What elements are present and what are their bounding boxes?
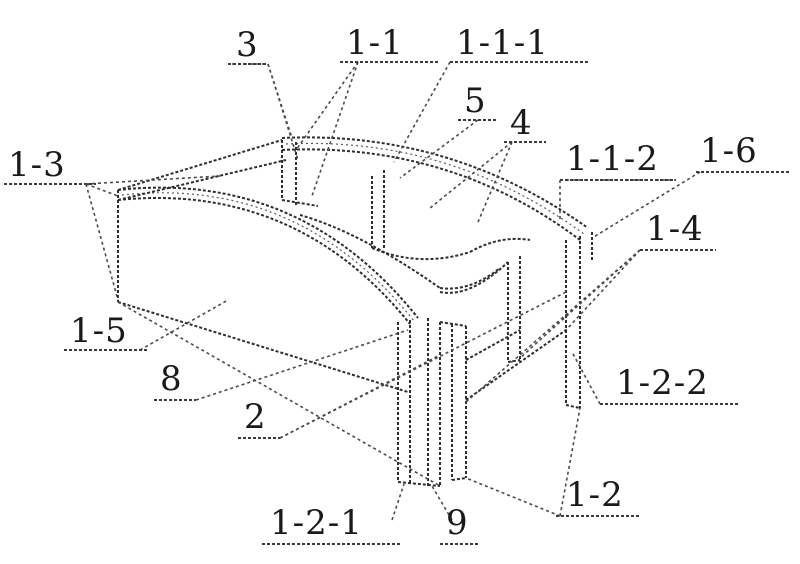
label-1-2-2: 1-2-2 xyxy=(616,363,709,403)
label-1-1-1: 1-1-1 xyxy=(456,23,549,63)
label-1-2-1: 1-2-1 xyxy=(270,503,363,543)
structure-drawing xyxy=(117,136,593,487)
label-5: 5 xyxy=(464,81,487,121)
label-1-1: 1-1 xyxy=(346,23,404,63)
label-1-6: 1-6 xyxy=(700,131,758,171)
label-2: 2 xyxy=(244,397,267,437)
part-labels: 3 1-1 1-1-1 5 4 1-3 1-1-2 1-6 1-4 1-5 8 … xyxy=(4,23,790,545)
label-8: 8 xyxy=(160,359,183,399)
label-1-3: 1-3 xyxy=(8,145,66,185)
label-1-2: 1-2 xyxy=(566,475,624,515)
label-3: 3 xyxy=(236,25,259,65)
label-9: 9 xyxy=(446,503,469,543)
label-1-4: 1-4 xyxy=(646,209,704,249)
leader-lines xyxy=(85,61,701,521)
label-4: 4 xyxy=(510,103,533,143)
label-1-1-2: 1-1-2 xyxy=(566,139,659,179)
label-1-5: 1-5 xyxy=(70,311,128,351)
